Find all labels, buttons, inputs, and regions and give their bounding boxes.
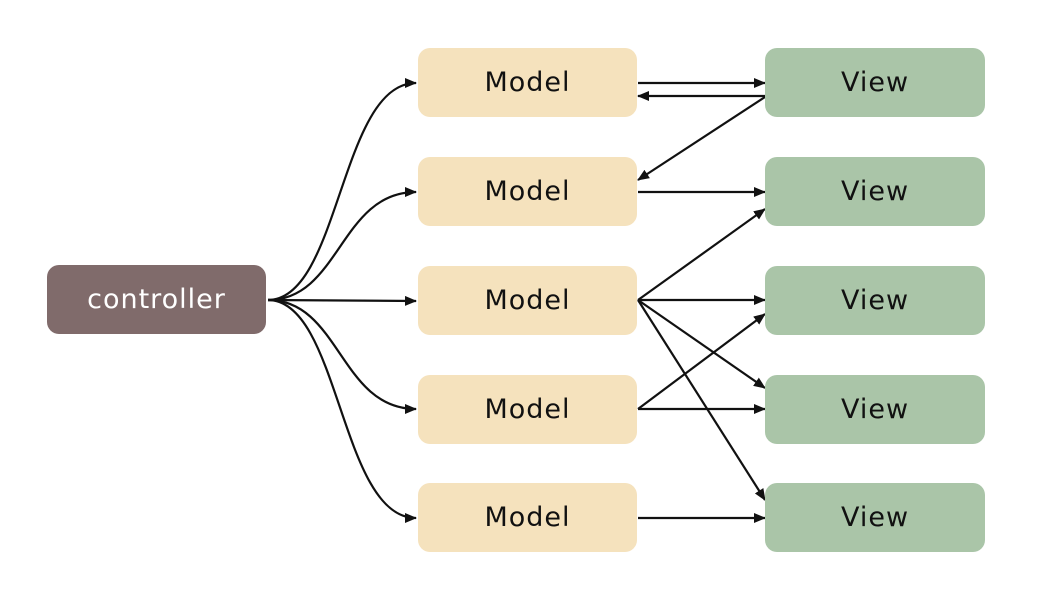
model-node-4: Model	[418, 375, 637, 444]
model-label: Model	[484, 502, 571, 533]
view-label: View	[840, 67, 910, 98]
view-label: View	[840, 285, 910, 316]
model-label: Model	[484, 285, 571, 316]
view-label: View	[840, 502, 910, 533]
view-node-5: View	[765, 483, 985, 552]
model-label: Model	[484, 394, 571, 425]
controller-node: controller	[47, 265, 266, 334]
view-node-2: View	[765, 157, 985, 226]
edge-controller-to-model-5	[267, 298, 417, 523]
view-label: View	[840, 176, 910, 207]
model-node-5: Model	[418, 483, 637, 552]
view-label: View	[840, 394, 910, 425]
view-node-1: View	[765, 48, 985, 117]
edge-model-3-to-view-5	[637, 299, 766, 501]
edge-controller-to-model-1	[267, 78, 417, 302]
edge-controller-to-model-2	[267, 187, 417, 302]
edge-controller-to-model-3	[267, 295, 417, 306]
edge-view-1-to-model-2	[637, 96, 766, 181]
view-node-4: View	[765, 375, 985, 444]
edge-model-3-to-view-4	[637, 299, 766, 389]
controller-label: controller	[87, 284, 226, 315]
model-node-1: Model	[418, 48, 637, 117]
model-label: Model	[484, 176, 571, 207]
model-label: Model	[484, 67, 571, 98]
view-node-3: View	[765, 266, 985, 335]
edge-model-4-to-view-3	[637, 313, 766, 410]
edge-model-3-to-view-2	[637, 208, 766, 301]
model-node-3: Model	[418, 266, 637, 335]
model-node-2: Model	[418, 157, 637, 226]
edge-controller-to-model-4	[267, 298, 417, 414]
